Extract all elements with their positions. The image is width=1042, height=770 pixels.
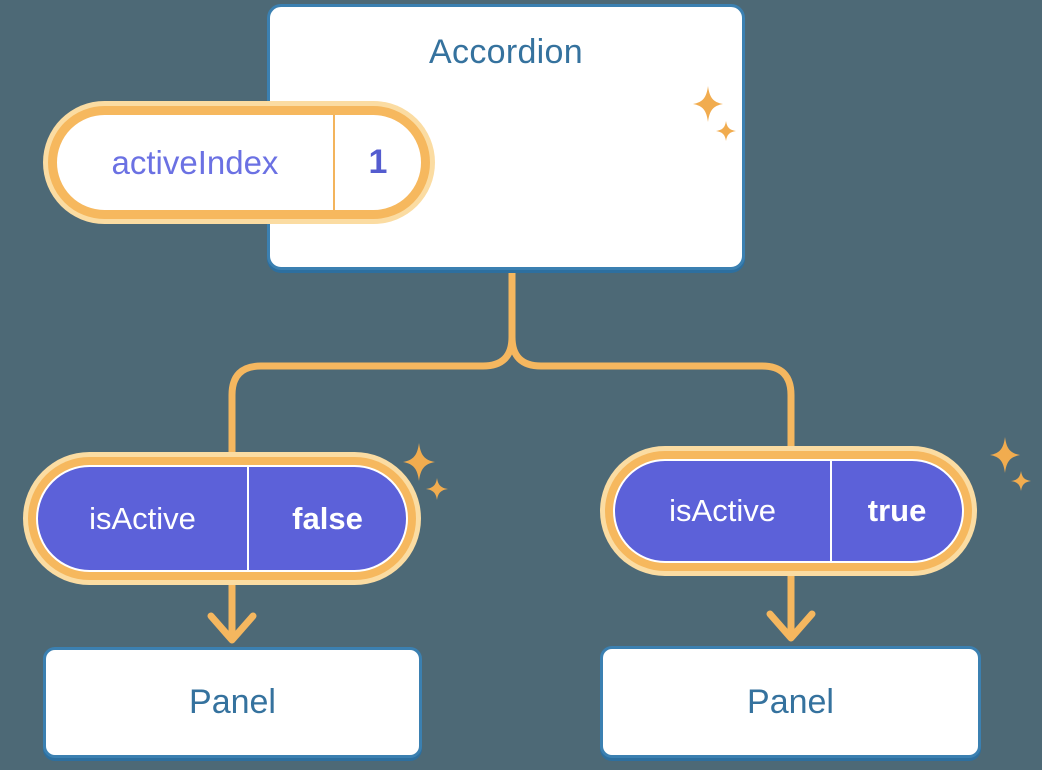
arrow-right-head [766,610,816,642]
arrow-left-head [207,612,257,644]
panel-box-right: Panel [600,646,981,758]
sparkle-icon [403,443,435,481]
sparkle-icon [426,478,448,500]
state-pill-label: activeIndex [111,143,279,181]
prop-pill-value: true [867,493,927,528]
state-pill-value: 1 [368,143,388,181]
sparkle-icon [1011,471,1031,491]
pill-divider [332,115,335,210]
prop-pill-value: false [292,500,363,536]
pill-divider [830,461,833,561]
accordion-title: Accordion [429,33,583,71]
prop-pill-isactive-false: isActive false [36,465,408,572]
prop-pill-label: isActive [89,500,196,536]
panel-box-left: Panel [43,647,422,758]
sparkle-icon [990,437,1020,473]
prop-pill-isactive-true: isActive true [613,459,964,563]
prop-pill-label: isActive [669,493,776,528]
state-pill-activeindex: activeIndex 1 [48,106,430,219]
